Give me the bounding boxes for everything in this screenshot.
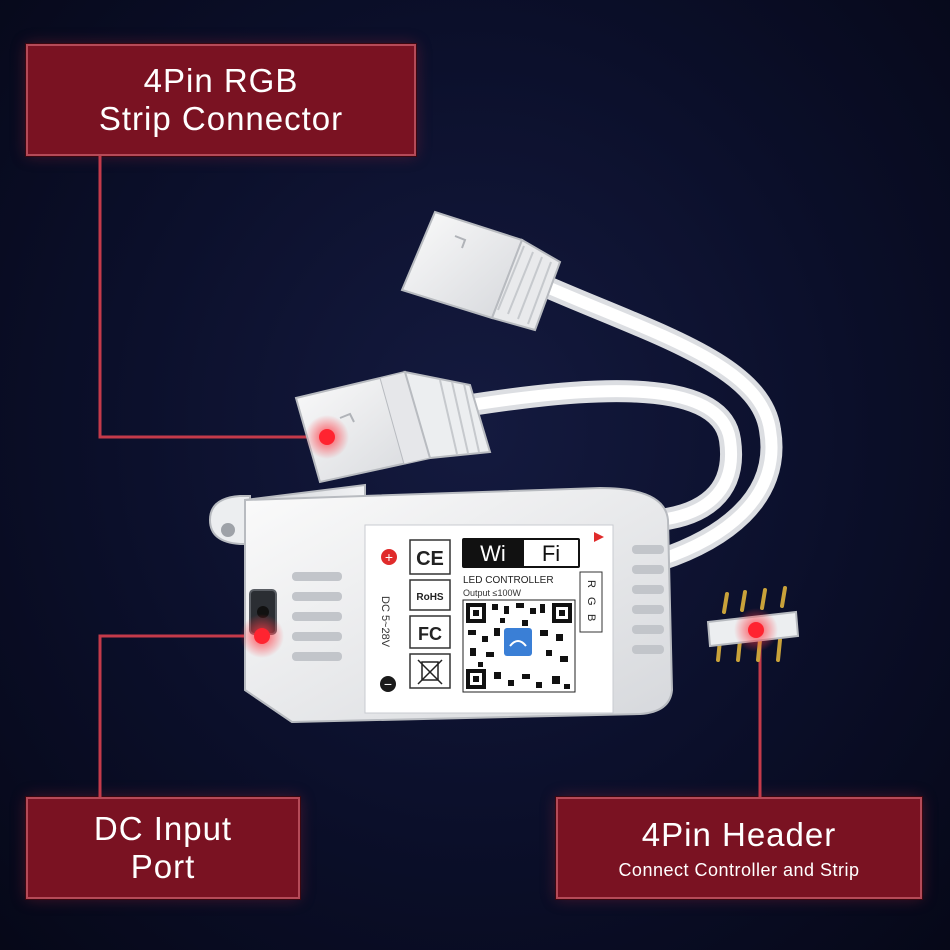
product-name: LED CONTROLLER — [463, 575, 554, 586]
ce-mark-icon: CE — [416, 548, 444, 570]
dc-label-line1: DC Input — [93, 810, 233, 847]
rgb-callout-line — [98, 156, 322, 439]
minus-symbol: − — [384, 676, 392, 692]
wifi-badge-right: Fi — [542, 541, 560, 566]
wifi-badge-left: Wi — [480, 541, 506, 566]
dc-label-line2: Port — [130, 848, 196, 885]
dc-callout-line — [98, 634, 262, 797]
rgb-label-line2: Strip Connector — [98, 100, 344, 137]
header-label-subtitle: Connect Controller and Strip — [618, 859, 860, 880]
dc-input-port-label: DC Input Port — [26, 797, 300, 899]
pin-header-marker — [748, 622, 764, 638]
plus-icon — [381, 549, 397, 565]
callout-markers — [240, 415, 778, 658]
channel-g: G — [585, 597, 597, 606]
rgb-connector-upper — [400, 210, 562, 332]
channel-r: R — [585, 580, 597, 588]
rgb-connector-marker — [319, 429, 335, 445]
dc-input-marker — [254, 628, 270, 644]
channel-b: B — [585, 614, 597, 621]
qr-code-icon — [462, 599, 576, 693]
controller-body: + − DC 5~28V CE RoHS FC Wi Fi LED CONTRO… — [208, 483, 674, 724]
minus-icon — [380, 676, 396, 692]
plus-symbol: + — [385, 549, 393, 565]
fcc-mark-icon: FC — [418, 624, 442, 644]
triangle-indicator-icon — [594, 532, 604, 542]
cables — [429, 264, 783, 571]
weee-bin-icon — [417, 659, 443, 685]
pin-header-label: 4Pin Header Connect Controller and Strip — [556, 797, 922, 899]
rgb-label-line1: 4Pin RGB — [143, 62, 299, 99]
output-rating: Output ≤100W — [463, 588, 521, 598]
voltage-rating: DC 5~28V — [379, 596, 391, 648]
rohs-mark-icon: RoHS — [416, 592, 444, 603]
header-label-title: 4Pin Header — [641, 815, 837, 853]
rgb-strip-connector-label: 4Pin RGB Strip Connector — [26, 44, 416, 156]
